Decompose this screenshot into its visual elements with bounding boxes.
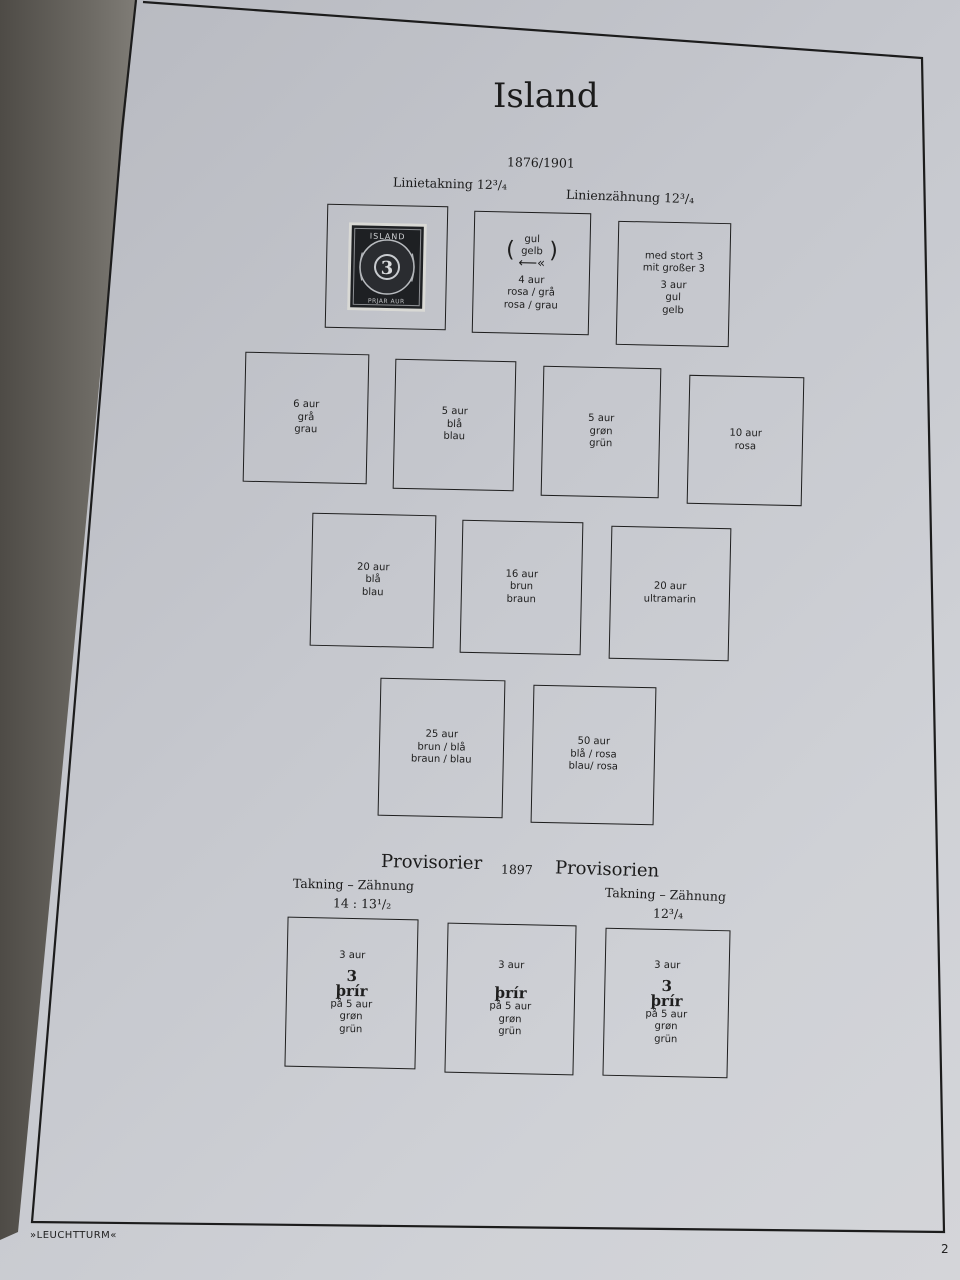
page-number: 2	[941, 1242, 950, 1256]
box-text-line: 3 aur	[339, 949, 366, 962]
surcharge-word: þrír	[650, 991, 683, 1010]
stamp-mount-box: 25 aur brun / blå braun / blau	[377, 677, 506, 819]
box-text-line: grün	[498, 1025, 522, 1038]
box-text-line: rosa / grau	[503, 299, 558, 312]
stamp-mount-box: 3 aur þrír på 5 aur grøn grün	[444, 922, 577, 1076]
perforation2-value-left: 14 : 13¹/₂	[332, 895, 392, 912]
box-text-line: grün	[654, 1033, 678, 1045]
box-text-line: blå / rosa	[570, 748, 617, 761]
box-text-line: grøn	[498, 1013, 522, 1025]
box-text-line: 6 aur	[293, 398, 320, 411]
box-text-line: braun	[506, 593, 536, 606]
paren-right: )	[548, 238, 559, 264]
stamp-mount-box: 20 aur blå blau	[309, 512, 437, 649]
period-label: 1876/1901	[506, 154, 575, 171]
box-text-line: 50 aur	[577, 735, 611, 748]
provisional-year: 1897	[500, 861, 533, 878]
stamp-image: 3 ISLAND PRJAR AUR	[346, 222, 427, 312]
box-text-line: 25 aur	[425, 728, 459, 741]
stamp-country: ISLAND	[369, 232, 405, 242]
stamp-mount-box: 3 ISLAND PRJAR AUR	[324, 203, 449, 331]
provisional-heading-right: Provisorien	[554, 857, 660, 882]
box-text-line: 20 aur	[653, 580, 687, 593]
box-text-line: 16 aur	[505, 568, 539, 581]
page-title: Island	[493, 76, 599, 116]
box-text-line: grøn	[589, 425, 613, 437]
box-text-line: mit großer 3	[642, 262, 705, 275]
box-text-line: 10 aur	[729, 427, 762, 440]
box-text-line: på 5 aur	[645, 1008, 688, 1020]
box-text-line: 4 aur	[518, 274, 545, 287]
box-text-line: med stort 3	[644, 250, 704, 263]
box-text-line: blau	[361, 586, 384, 598]
stamp-mount-box: 3 aur 3 þrír på 5 aur grøn grün	[602, 927, 731, 1079]
box-text-line: blau/ rosa	[568, 760, 619, 773]
box-text-line: braun / blau	[410, 753, 472, 766]
box-text-line: 20 aur	[356, 561, 390, 574]
box-text-line: 3 aur	[498, 959, 525, 971]
publisher-mark: »LEUCHTTURM«	[30, 1230, 117, 1241]
arrow-icon: ⟵«	[518, 255, 546, 272]
stamp-mount-box: 5 aur blå blau	[392, 358, 517, 492]
box-text-line: 5 aur	[588, 412, 615, 425]
surcharge-word: þrír	[494, 983, 527, 1003]
stamp-mount-box: 5 aur grøn grün	[540, 365, 662, 499]
box-text-line: grøn	[339, 1010, 363, 1023]
box-text-line: på 5 aur	[330, 998, 373, 1010]
box-text-line: grau	[294, 424, 318, 436]
box-text-line: grün	[339, 1023, 363, 1035]
box-text-line: brun	[509, 581, 534, 593]
box-text-line: 5 aur	[441, 405, 468, 418]
surcharge-word: þrír	[335, 981, 368, 1000]
box-text-line: grå	[297, 411, 315, 423]
stamp-value-text: PRJAR AUR	[367, 298, 404, 306]
box-text-line: blå	[446, 418, 463, 430]
box-text-line: brun / blå	[417, 741, 466, 754]
box-text-line: på 5 aur	[489, 1000, 532, 1013]
stamp-mount-box: 50 aur blå / rosa blau/ rosa	[530, 684, 657, 826]
box-text-line: 3 aur	[660, 279, 687, 292]
paren-left: (	[505, 237, 515, 263]
stamp-mount-box: 16 aur brun braun	[459, 519, 584, 656]
stamp-mount-box: 3 aur 3 þrír på 5 aur grøn grün	[284, 916, 419, 1070]
box-text-line: blå	[365, 574, 381, 586]
stamp-numeral: 3	[380, 258, 393, 279]
stamp-mount-box: 6 aur grå grau	[242, 351, 370, 485]
perforation-label-left: Linietakning 12³/₄	[392, 174, 508, 193]
box-text-line: gul	[665, 292, 682, 304]
box-text-line: blau	[443, 431, 466, 443]
perforation2-value-right: 12³/₄	[652, 905, 684, 922]
provisional-heading-left: Provisorier	[380, 850, 483, 875]
stamp-mount-box: 20 aur ultramarin	[608, 525, 732, 662]
perforation2-label-left: Takning – Zähnung	[292, 875, 415, 894]
stamp-mount-box: ( gul gelb ⟵« ) 4 aur rosa / grå rosa / …	[471, 210, 592, 336]
box-text-line: ultramarin	[643, 592, 697, 606]
box-text-line: gul	[524, 233, 541, 245]
box-text-line: grün	[589, 438, 613, 450]
stamp-mount-box: med stort 3 mit großer 3 3 aur gul gelb	[615, 220, 732, 348]
box-text-line: gelb	[662, 304, 684, 316]
box-text-line: rosa	[734, 440, 757, 452]
box-text-line: grøn	[654, 1020, 678, 1033]
stamp-mount-box: 10 aur rosa	[686, 374, 805, 507]
box-text-line: rosa / grå	[507, 286, 556, 299]
box-text-line: 3 aur	[654, 959, 681, 972]
